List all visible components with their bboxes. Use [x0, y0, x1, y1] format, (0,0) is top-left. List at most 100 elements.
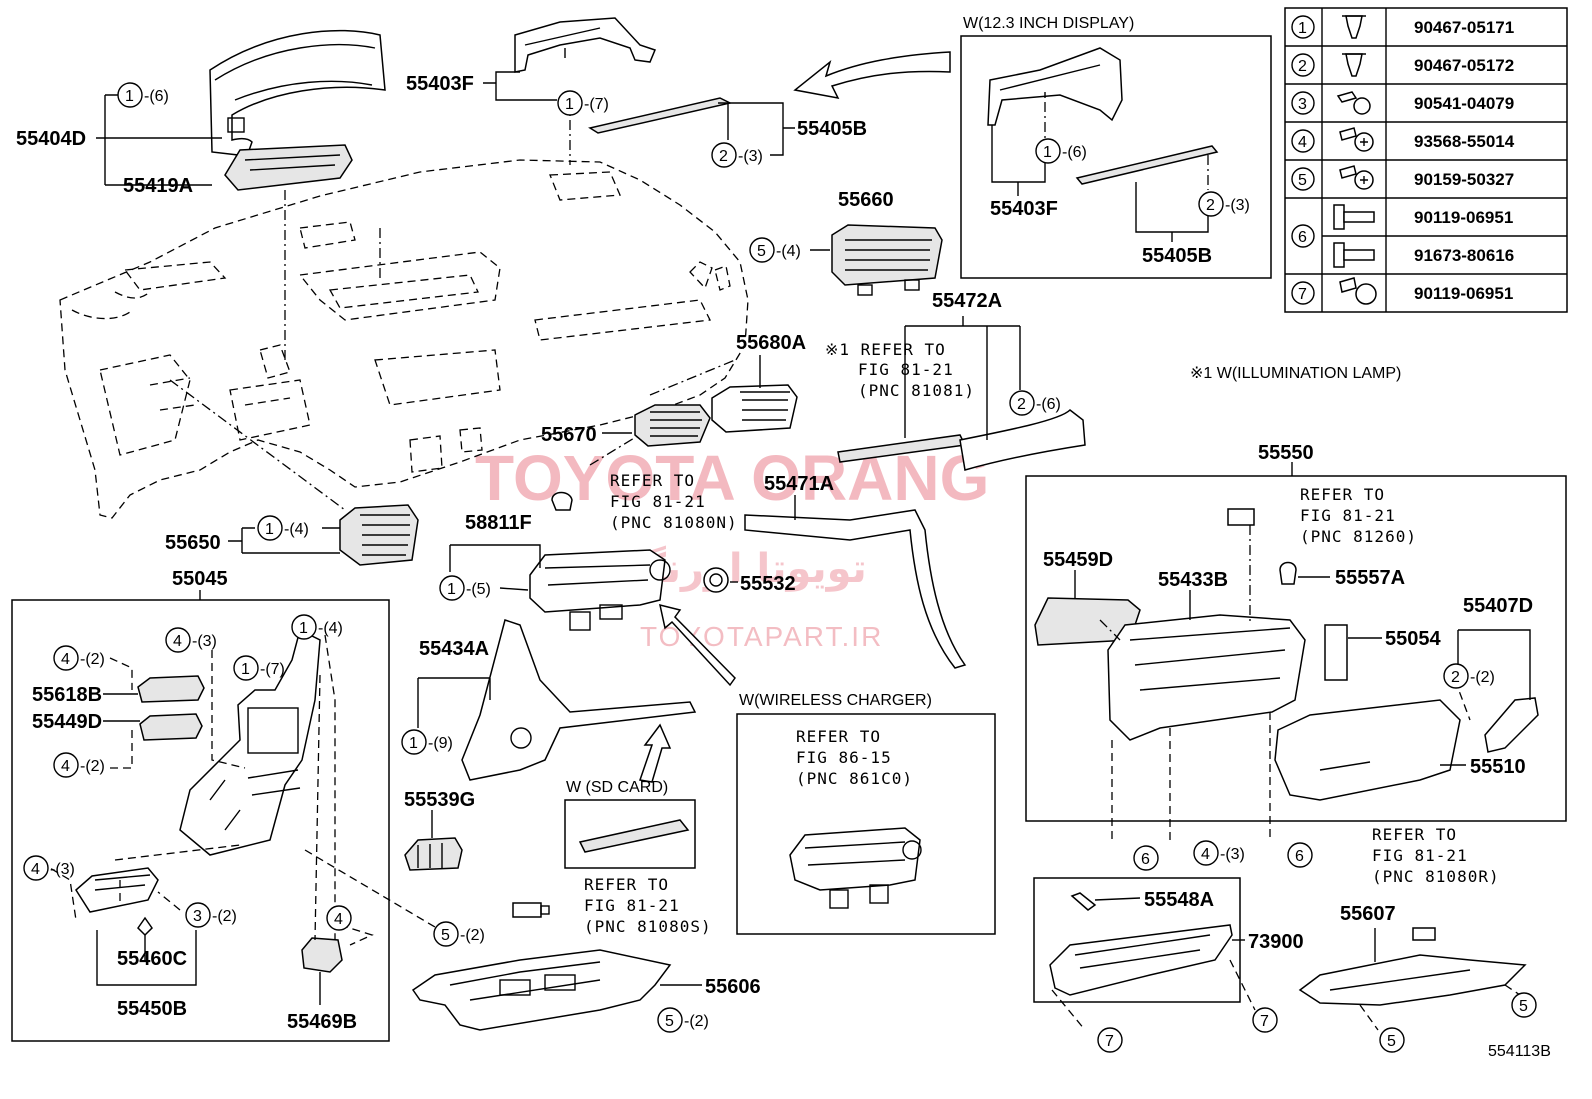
svg-text:-(6): -(6)	[1036, 396, 1061, 413]
svg-text:2: 2	[719, 148, 728, 165]
bolt-icon	[1333, 242, 1375, 268]
part-55434A	[461, 619, 697, 781]
svg-text:-(2): -(2)	[460, 927, 485, 944]
inset-12-3-inch-display	[960, 35, 1272, 279]
bolt-icon	[1333, 204, 1375, 230]
arrows	[639, 51, 951, 783]
label-55471A: 55471A	[764, 473, 834, 495]
label-inset-55405B: 55405B	[1142, 245, 1212, 267]
callout-circle	[165, 627, 191, 653]
callout-circle	[1035, 138, 1061, 164]
callout-circle	[1133, 845, 1159, 871]
table-ref-4	[1291, 129, 1315, 153]
label-55670: 55670	[541, 424, 597, 446]
part-55532	[703, 567, 729, 593]
callout-circle	[1287, 842, 1313, 868]
callout-circle	[433, 921, 459, 947]
svg-text:1: 1	[241, 661, 250, 678]
svg-text:1: 1	[265, 521, 274, 538]
part-labels: 55404D 55419A 55403F 55405B 55660 55472A…	[16, 73, 1533, 1033]
label-55404D: 55404D	[16, 128, 86, 150]
callout-circle	[117, 82, 143, 108]
svg-text:4: 4	[61, 651, 70, 668]
callout-circle	[657, 1007, 683, 1033]
part-55471A	[744, 509, 967, 669]
svg-text:1: 1	[447, 581, 456, 598]
table-part-number: 90159-50327	[1414, 170, 1514, 189]
label-55405B: 55405B	[797, 118, 867, 140]
table-part-number: 90119-06951	[1414, 284, 1513, 303]
ref-81081-line2: FIG 81-21	[858, 360, 954, 379]
svg-text:1: 1	[1043, 144, 1052, 161]
label-55607: 55607	[1340, 903, 1396, 925]
part-connector-81080S	[512, 902, 550, 918]
svg-text:4: 4	[31, 861, 40, 878]
callouts: 1 -(6) 1 -(7) 2 -(3) 5 -(4) 2 -(6) 1 -(4…	[23, 82, 1537, 1053]
callout-circle	[291, 614, 317, 640]
svg-text:7: 7	[1260, 1013, 1269, 1030]
label-55660: 55660	[838, 189, 894, 211]
screw-icon	[1339, 165, 1374, 190]
part-55670	[634, 404, 711, 447]
svg-text:5: 5	[1519, 998, 1528, 1015]
callout-circle	[1443, 663, 1469, 689]
bolt-icon	[1339, 277, 1377, 305]
svg-text:-(6): -(6)	[144, 88, 169, 105]
svg-text:-(5): -(5)	[466, 581, 491, 598]
part-55539G	[404, 837, 463, 871]
svg-text:6: 6	[1141, 851, 1150, 868]
label-55557A: 55557A	[1335, 567, 1405, 589]
label-55550: 55550	[1258, 442, 1314, 464]
label-55407D: 55407D	[1463, 595, 1533, 617]
part-58811F	[529, 549, 671, 631]
note-wireless-charger: W(WIRELESS CHARGER)	[739, 692, 932, 709]
svg-text:-(7): -(7)	[260, 661, 285, 678]
callout-circle	[23, 855, 49, 881]
clip-icon	[1342, 15, 1366, 39]
label-58811F: 58811F	[465, 512, 532, 534]
ref-81081-line1: ※1 REFER TO	[825, 340, 946, 359]
label-55459D: 55459D	[1043, 549, 1113, 571]
svg-text:-(3): -(3)	[738, 148, 763, 165]
callout-circle	[1252, 1007, 1278, 1033]
callout-circle	[53, 752, 79, 778]
svg-text:-(3): -(3)	[1225, 197, 1250, 214]
part-55607	[1298, 927, 1527, 1031]
label-55510: 55510	[1470, 756, 1526, 778]
label-55680A: 55680A	[736, 332, 806, 354]
callout-circle	[53, 645, 79, 671]
part-55419A	[224, 144, 353, 191]
label-55650: 55650	[165, 532, 221, 554]
table-part-number: 90541-04079	[1414, 94, 1514, 113]
svg-text:-(2): -(2)	[212, 908, 237, 925]
svg-text:7: 7	[1298, 286, 1307, 303]
svg-text:-(6): -(6)	[1062, 144, 1087, 161]
svg-text:-(4): -(4)	[284, 521, 309, 538]
svg-text:2: 2	[1451, 669, 1460, 686]
ref-81260-line3: (PNC 81260)	[1300, 527, 1417, 546]
svg-text:-(3): -(3)	[50, 861, 75, 878]
svg-text:-(2): -(2)	[1470, 669, 1495, 686]
svg-text:1: 1	[409, 735, 418, 752]
part-55606	[411, 949, 672, 1031]
svg-text:-(4): -(4)	[776, 243, 801, 260]
svg-text:2: 2	[1017, 396, 1026, 413]
svg-text:3: 3	[193, 908, 202, 925]
table-ref-3	[1291, 91, 1315, 115]
svg-text:5: 5	[1298, 172, 1307, 189]
ref-81080R-line3: (PNC 81080R)	[1372, 867, 1500, 886]
ref-81080N-line3: (PNC 81080N)	[610, 513, 738, 532]
callout-circle	[439, 575, 465, 601]
callout-circle	[401, 729, 427, 755]
callout-circle	[185, 902, 211, 928]
label-55450B: 55450B	[117, 998, 187, 1020]
note-illumination: ※1 W(ILLUMINATION LAMP)	[1190, 365, 1401, 382]
svg-text:3: 3	[1298, 96, 1307, 113]
ref-81080R-line2: FIG 81-21	[1372, 846, 1468, 865]
callout-circle	[326, 905, 352, 931]
svg-text:1: 1	[125, 88, 134, 105]
svg-text:-(2): -(2)	[80, 758, 105, 775]
svg-text:-(3): -(3)	[1220, 846, 1245, 863]
note-sd-card: W (SD CARD)	[566, 779, 668, 796]
diagram-code: 554113B	[1488, 1043, 1551, 1060]
